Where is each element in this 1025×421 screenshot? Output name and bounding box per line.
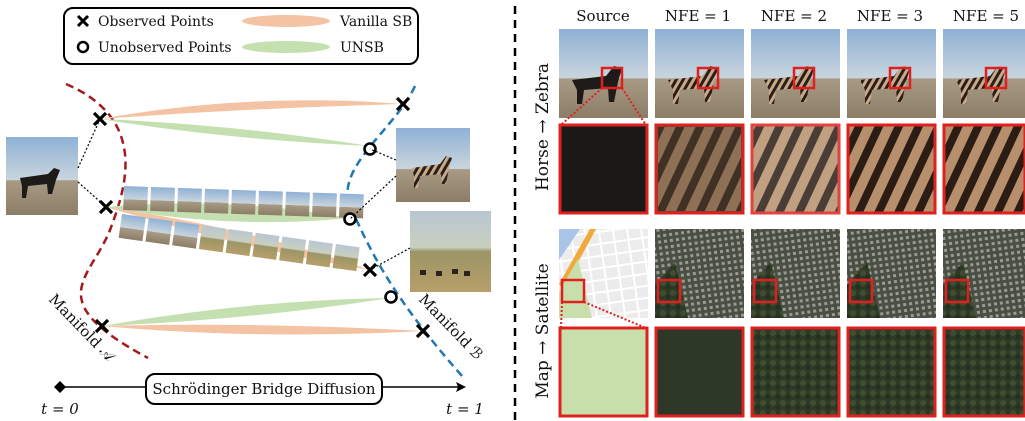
satellite-nfe2-image bbox=[751, 229, 840, 318]
vanilla-sb-swatch bbox=[242, 15, 330, 27]
zebra-crop-nfe3 bbox=[846, 123, 937, 215]
unobserved-marker-icon bbox=[76, 40, 90, 54]
legend-unobserved-label: Unobserved Points bbox=[98, 40, 232, 56]
observed-point-a1 bbox=[92, 111, 108, 127]
column-header-nfe5: NFE = 5 bbox=[953, 7, 1019, 25]
observed-marker-icon bbox=[76, 14, 90, 28]
zebra-nfe1-image bbox=[655, 29, 744, 118]
diffusion-axis: Schrödinger Bridge Diffusion t = 0 t = 1 bbox=[41, 373, 484, 418]
vanilla-bridge-1 bbox=[100, 100, 403, 119]
satellite-crop-nfe5 bbox=[942, 326, 1025, 418]
column-header-nfe1: NFE = 1 bbox=[665, 7, 731, 25]
legend-box bbox=[63, 7, 419, 65]
satellite-nfe1-image bbox=[655, 229, 744, 318]
satellite-crop-nfe1 bbox=[654, 326, 745, 418]
zebra-nfe5-image bbox=[943, 29, 1025, 118]
map-crop-source bbox=[558, 326, 649, 418]
legend: Observed Points Unobserved Points Vanill… bbox=[63, 7, 419, 65]
observed-point-b1 bbox=[395, 96, 411, 112]
source-horse-image bbox=[6, 137, 78, 215]
zoom-region-box bbox=[600, 66, 624, 90]
satellite-nfe3-image bbox=[847, 229, 936, 318]
target-savanna-image bbox=[410, 211, 491, 292]
manifold-a-curve bbox=[65, 82, 149, 360]
zebra-crop-nfe2 bbox=[750, 123, 841, 215]
t0-diamond-icon bbox=[54, 381, 66, 393]
satellite-nfe5-image bbox=[943, 229, 1025, 318]
map-source-image bbox=[559, 229, 648, 318]
t-start-label: t = 0 bbox=[41, 400, 79, 418]
unsb-bridge-1 bbox=[100, 119, 370, 146]
observed-point-b3 bbox=[415, 323, 431, 339]
unobserved-point-b2 bbox=[343, 212, 357, 226]
unobserved-points bbox=[343, 142, 398, 304]
bridge-label-box bbox=[145, 373, 383, 405]
horse-source-image bbox=[559, 29, 648, 118]
target-zebra-image bbox=[396, 128, 470, 202]
legend-vanilla-label: Vanilla SB bbox=[339, 14, 412, 30]
column-header-nfe2: NFE = 2 bbox=[761, 7, 827, 25]
observed-point-a3 bbox=[94, 318, 110, 334]
arrowhead-icon bbox=[456, 382, 466, 392]
row-label-map-satellite: Map → Satellite bbox=[533, 263, 553, 398]
vanilla-bridge-3 bbox=[102, 324, 423, 335]
bridge-label: Schrödinger Bridge Diffusion bbox=[152, 380, 376, 398]
t-end-label: t = 1 bbox=[446, 400, 484, 418]
satellite-crop-nfe2 bbox=[750, 326, 841, 418]
legend-unsb-label: UNSB bbox=[340, 40, 384, 56]
unobserved-point-b3 bbox=[384, 290, 398, 304]
column-header-nfe3: NFE = 3 bbox=[857, 7, 923, 25]
unsb-bridge-3 bbox=[102, 298, 390, 326]
zebra-nfe3-image bbox=[847, 29, 936, 118]
map-zoom-region-box bbox=[560, 278, 586, 304]
column-header-source: Source bbox=[576, 7, 630, 25]
trajectory-strip-upper bbox=[123, 186, 364, 219]
zebra-crop-nfe5 bbox=[942, 123, 1025, 215]
row-label-horse-zebra: Horse → Zebra bbox=[533, 63, 553, 191]
observed-point-a2 bbox=[98, 199, 114, 215]
satellite-crop-nfe3 bbox=[846, 326, 937, 418]
legend-observed-label: Observed Points bbox=[98, 14, 214, 30]
zebra-nfe2-image bbox=[751, 29, 840, 118]
unsb-swatch bbox=[242, 41, 330, 53]
horse-crop-source bbox=[558, 123, 649, 215]
trajectory-strip-lower bbox=[118, 214, 360, 272]
